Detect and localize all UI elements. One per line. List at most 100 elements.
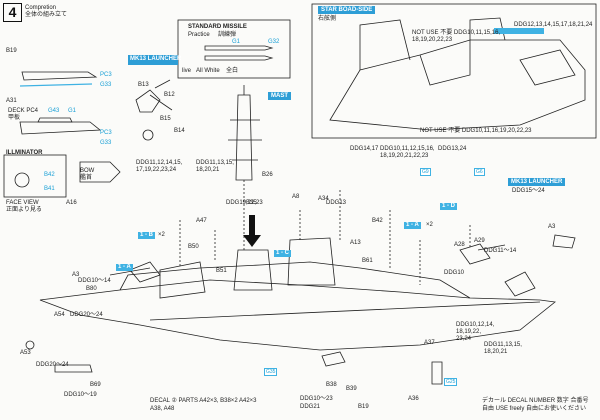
label-a53: A53 [20, 350, 31, 356]
label-a3-right: A3 [548, 224, 556, 230]
ddg-right-e: 18,20,21 [484, 349, 508, 355]
not-use-note-2: NOT USE 不要 DDG10,11,16,19,20,22,23 [420, 128, 532, 134]
starboard-inset-frame [311, 3, 597, 139]
illuminator-title: ILLMINATOR [6, 150, 43, 156]
mast-tag: MAST [268, 92, 291, 100]
ddg-10-14: DDG10〜14 [78, 278, 111, 284]
label-pc3-top: PC3 [100, 72, 112, 78]
mk13-launcher-right-tag: MK13 LAUNCHER [508, 178, 566, 186]
ddg-20-24: DDG20〜24 [70, 312, 103, 318]
ship-hull [39, 279, 556, 351]
decal-parts-line-2: A38, A48 [150, 406, 175, 412]
missile-practice-label: Practice [188, 32, 210, 38]
face-view-label: FACE VIEW [6, 200, 39, 206]
label-a47: A47 [196, 218, 207, 224]
launcher-body [135, 89, 161, 113]
label-b39: B39 [346, 386, 357, 392]
missile-title: STANDARD MISSILE [188, 24, 247, 30]
missile-live [204, 55, 274, 61]
label-b38: B38 [326, 382, 337, 388]
label-a28: A28 [454, 242, 465, 248]
ddg-mid-a: DDG11,13,15, [196, 160, 234, 166]
label-a16: A16 [66, 200, 77, 206]
label-b26: B26 [262, 172, 273, 178]
label-b14: B14 [174, 128, 185, 134]
mk13-launcher-title: MK13 LAUNCHER [130, 56, 182, 62]
label-g1-side: G1 [68, 108, 77, 114]
step-title-en: Compretion [25, 5, 57, 11]
missile-live-label: live [182, 68, 192, 74]
decal-stripe [494, 28, 544, 34]
bridge-block [287, 237, 336, 286]
decal-parts-line: DECAL ② PARTS A42×3, B38×2 A42×3 [150, 398, 257, 404]
mk13-header-bg [128, 55, 178, 65]
label-a13: A13 [350, 240, 361, 246]
label-deck-jp: 甲板 [8, 115, 21, 121]
ddg-right-d: DDG11,13,15, [484, 342, 522, 348]
legend-decal-number: デカール DECAL NUMBER 数字 合番号 [482, 398, 589, 404]
hull-part-deck [19, 121, 102, 135]
label-g25: G25 [444, 378, 458, 386]
label-b69: B69 [90, 382, 101, 388]
funnel [233, 249, 273, 291]
ddg-stack-b: DDG10,11,12,15,16, [380, 146, 435, 152]
ddg-11-14: DDG11〜14 [484, 248, 517, 254]
missile-part-g32: G32 [268, 39, 280, 45]
bow-outline [79, 161, 121, 183]
label-b80: B80 [86, 286, 97, 292]
missile-all-white-jp: 全白 [226, 68, 239, 74]
starboard-superstructure [359, 19, 411, 70]
label-b35: B35 [246, 200, 257, 206]
ddg-right-c: 23,24 [456, 336, 472, 342]
bow-jp: 艦首 [80, 175, 93, 181]
label-b19-low: B19 [358, 404, 369, 410]
label-a3: A3 [72, 272, 80, 278]
down-arrow [243, 215, 261, 247]
ddg-top-list: DDG12,13,14,15,17,18,21,24 [514, 22, 593, 28]
bow-label: BOW [80, 168, 95, 174]
label-b19: B19 [6, 48, 17, 54]
ddg-15-24: DDG15〜24 [512, 188, 545, 194]
label-b61: B61 [362, 258, 373, 264]
label-b50: B50 [188, 244, 199, 250]
illuminator-frame [3, 154, 67, 198]
label-g35: G35 [264, 368, 278, 376]
label-g9: G9 [420, 168, 431, 176]
label-a29: A29 [474, 238, 485, 244]
step-1a-tag: 1 - A [116, 264, 133, 271]
step-1a-tag-2: 1 - A [404, 222, 421, 229]
missile-part-g1: G1 [232, 39, 241, 45]
ddg-left-a: DDG11,12,14,15, [136, 160, 183, 166]
label-b42: B42 [372, 218, 383, 224]
label-b12: B12 [164, 92, 175, 98]
illuminator-part-b41: B41 [44, 186, 55, 192]
label-g33-mid: G33 [100, 140, 112, 146]
label-a36: A36 [408, 396, 419, 402]
starboard-header-jp: 右舷側 [318, 16, 337, 22]
ddg-low-a: DDG10〜23 [300, 396, 333, 402]
ddg-right-a: DDG10,12,14, [456, 322, 495, 328]
ddg-10-low: DDG10 [444, 270, 465, 276]
label-a37: A37 [424, 340, 435, 346]
label-b51: B51 [216, 268, 227, 274]
launcher-aft [504, 271, 536, 297]
step-1d-tag: 1 - D [440, 203, 458, 210]
ddg-13-24: DDG13,24 [438, 146, 467, 152]
missile-inset-frame [177, 19, 291, 79]
missile-practice-jp: 訓練弾 [218, 32, 237, 38]
step-1b-qty: ×2 [158, 232, 165, 238]
ddg-left-b: 17,19,22,23,24 [136, 167, 177, 173]
step-1c-tag: 1 - C [274, 250, 292, 257]
label-deck-pc4: DECK PC4 [8, 108, 39, 114]
gun-mount-rear [459, 243, 491, 265]
label-g6: G6 [474, 168, 485, 176]
ddg-10-19: DDG10〜19 [64, 392, 97, 398]
not-use-note-1b: 18,19,20,22,23 [412, 37, 453, 43]
step-1b-tag: 1 - B [138, 232, 156, 239]
ddg-stack-c: 18,19,20,21,22,23 [380, 153, 429, 159]
label-a31-left: A31 [6, 98, 17, 104]
ddg-low-b: DDG21 [300, 404, 321, 410]
ddg-19-22: DDG19,22,23 [226, 200, 263, 206]
